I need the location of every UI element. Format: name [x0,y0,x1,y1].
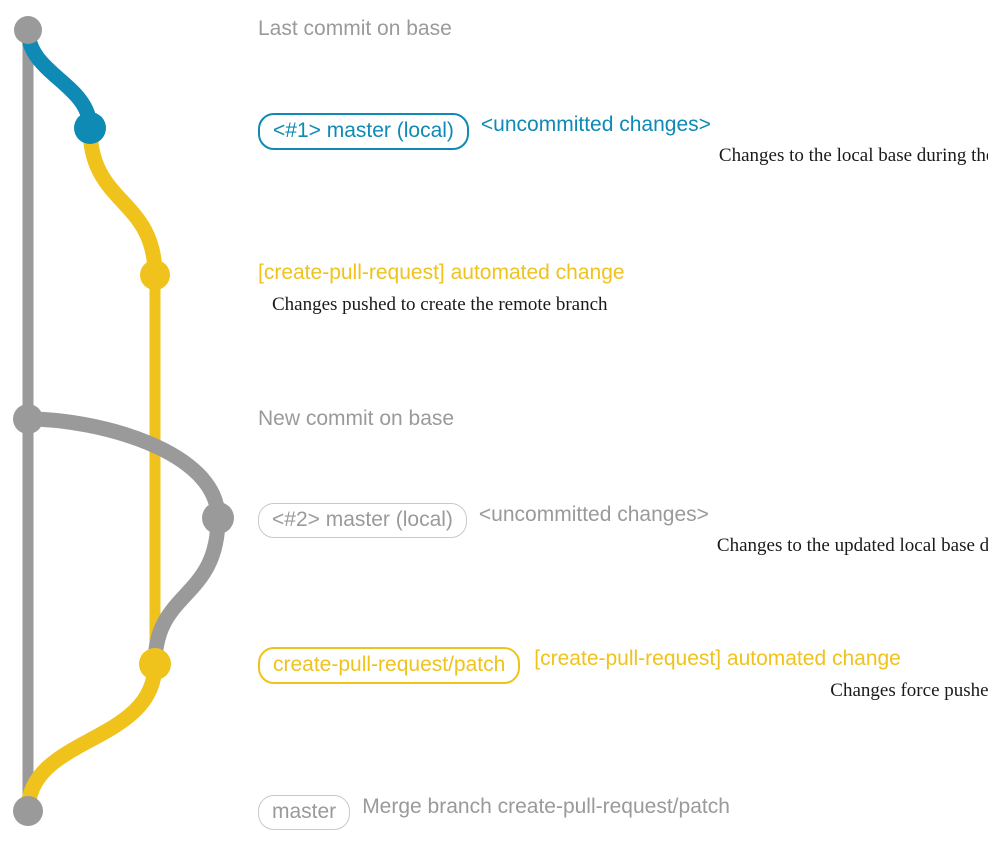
commit-node-last-commit-on-base[interactable] [14,16,42,44]
edge-local-1-to-patch [82,120,163,283]
entry-headline: Merge branch create-pull-request/patch [362,795,730,818]
entry-subtext: Changes to the updated local base during… [716,535,988,557]
edge-patch-to-merge [20,656,163,819]
commit-node-merge-master[interactable] [13,796,43,826]
edge-base-to-local-2 [20,411,226,526]
entry-headline: <uncommitted changes> [478,503,709,526]
commit-node-new-commit-on-base[interactable] [13,404,43,434]
edge-base-to-local-1 [20,22,98,136]
entry-local-master-1: <#1> master (local) <uncommitted changes… [258,113,988,167]
branch-badge-master[interactable]: master [258,795,351,831]
entry-subtext: Changes force pushed to update the remot… [830,680,988,702]
entry-headline: New commit on base [258,407,455,430]
edge-local-2-to-patch [147,510,226,672]
commit-node-automated-change-2[interactable] [139,648,171,680]
entry-headline: <uncommitted changes> [480,113,711,136]
commit-node-automated-change-1[interactable] [140,260,170,290]
commit-node-local-master-1[interactable] [74,112,106,144]
entry-subtext: Changes pushed to create the remote bran… [272,294,608,316]
branch-badge-local-master-2[interactable]: <#2> master (local) [258,503,467,539]
entry-automated-change-1: [create-pull-request] automated change C… [258,261,625,316]
entry-last-commit-on-base: Last commit on base [258,17,452,41]
branch-badge-local-master-1[interactable]: <#1> master (local) [258,113,469,151]
entry-new-commit-on-base: New commit on base [258,407,454,431]
branch-badge-create-pull-request-patch[interactable]: create-pull-request/patch [258,647,521,685]
entry-headline: [create-pull-request] automated change [258,261,625,284]
entry-merge-master: master Merge branch create-pull-request/… [258,795,730,831]
entry-subtext: Changes to the local base during the wor… [718,145,988,167]
entry-local-master-2: <#2> master (local) <uncommitted changes… [258,503,988,557]
entry-headline: [create-pull-request] automated change [534,647,901,670]
entry-headline: Last commit on base [258,17,452,40]
commit-node-local-master-2[interactable] [202,502,234,534]
entry-automated-change-2: create-pull-request/patch [create-pull-r… [258,647,988,702]
